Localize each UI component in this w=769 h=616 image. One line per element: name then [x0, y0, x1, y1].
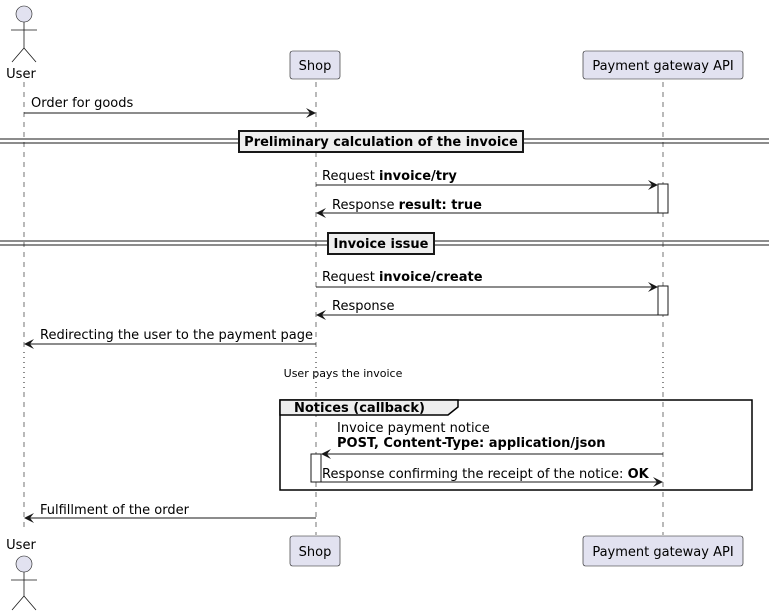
group-frame [279, 399, 753, 491]
gateway-activation-try [657, 183, 669, 214]
user-label-bottom: User [6, 538, 36, 553]
gateway-participant-bottom: Payment gateway API [582, 535, 744, 567]
create-request-label: Request invoice/create [322, 270, 483, 285]
gateway-activation-create [657, 285, 669, 316]
user-label-top: User [6, 67, 36, 82]
try-request-label: Request invoice/try [322, 169, 457, 184]
shop-participant-top: Shop [289, 50, 341, 80]
notice-label-line2: POST, Content-Type: application/json [337, 436, 606, 451]
actor-head-icon [15, 555, 33, 573]
shop-participant-bottom: Shop [289, 535, 341, 567]
separator-preliminary-label: Preliminary calculation of the invoice [244, 135, 518, 150]
gateway-label-bottom: Payment gateway API [592, 545, 733, 560]
delay-label: User pays the invoice [284, 367, 403, 380]
actor-head-icon [15, 5, 33, 23]
user-actor-top: User [6, 5, 37, 82]
confirm-label: Response confirming the receipt of the n… [322, 467, 650, 482]
separator-preliminary: Preliminary calculation of the invoice [0, 130, 769, 153]
notice-label-line1: Invoice payment notice [337, 421, 490, 436]
group-title: Notices (callback) [294, 401, 425, 416]
user-actor-bottom: User [6, 538, 37, 611]
try-response-label: Response result: true [332, 198, 482, 213]
separator-issue: Invoice issue [0, 232, 769, 255]
create-response-label: Response [332, 299, 394, 314]
separator-issue-label: Invoice issue [333, 237, 428, 252]
gateway-participant-top: Payment gateway API [582, 50, 744, 80]
gateway-label-top: Payment gateway API [592, 59, 733, 74]
group-tab [279, 399, 459, 416]
shop-label-top: Shop [299, 59, 332, 74]
shop-activation-notice [310, 453, 322, 483]
group-notices: Notices (callback) [279, 399, 753, 491]
fulfillment-label: Fulfillment of the order [40, 503, 190, 518]
order-message-label: Order for goods [31, 96, 133, 111]
redirect-label: Redirecting the user to the payment page [40, 328, 313, 343]
shop-label-bottom: Shop [299, 545, 332, 560]
